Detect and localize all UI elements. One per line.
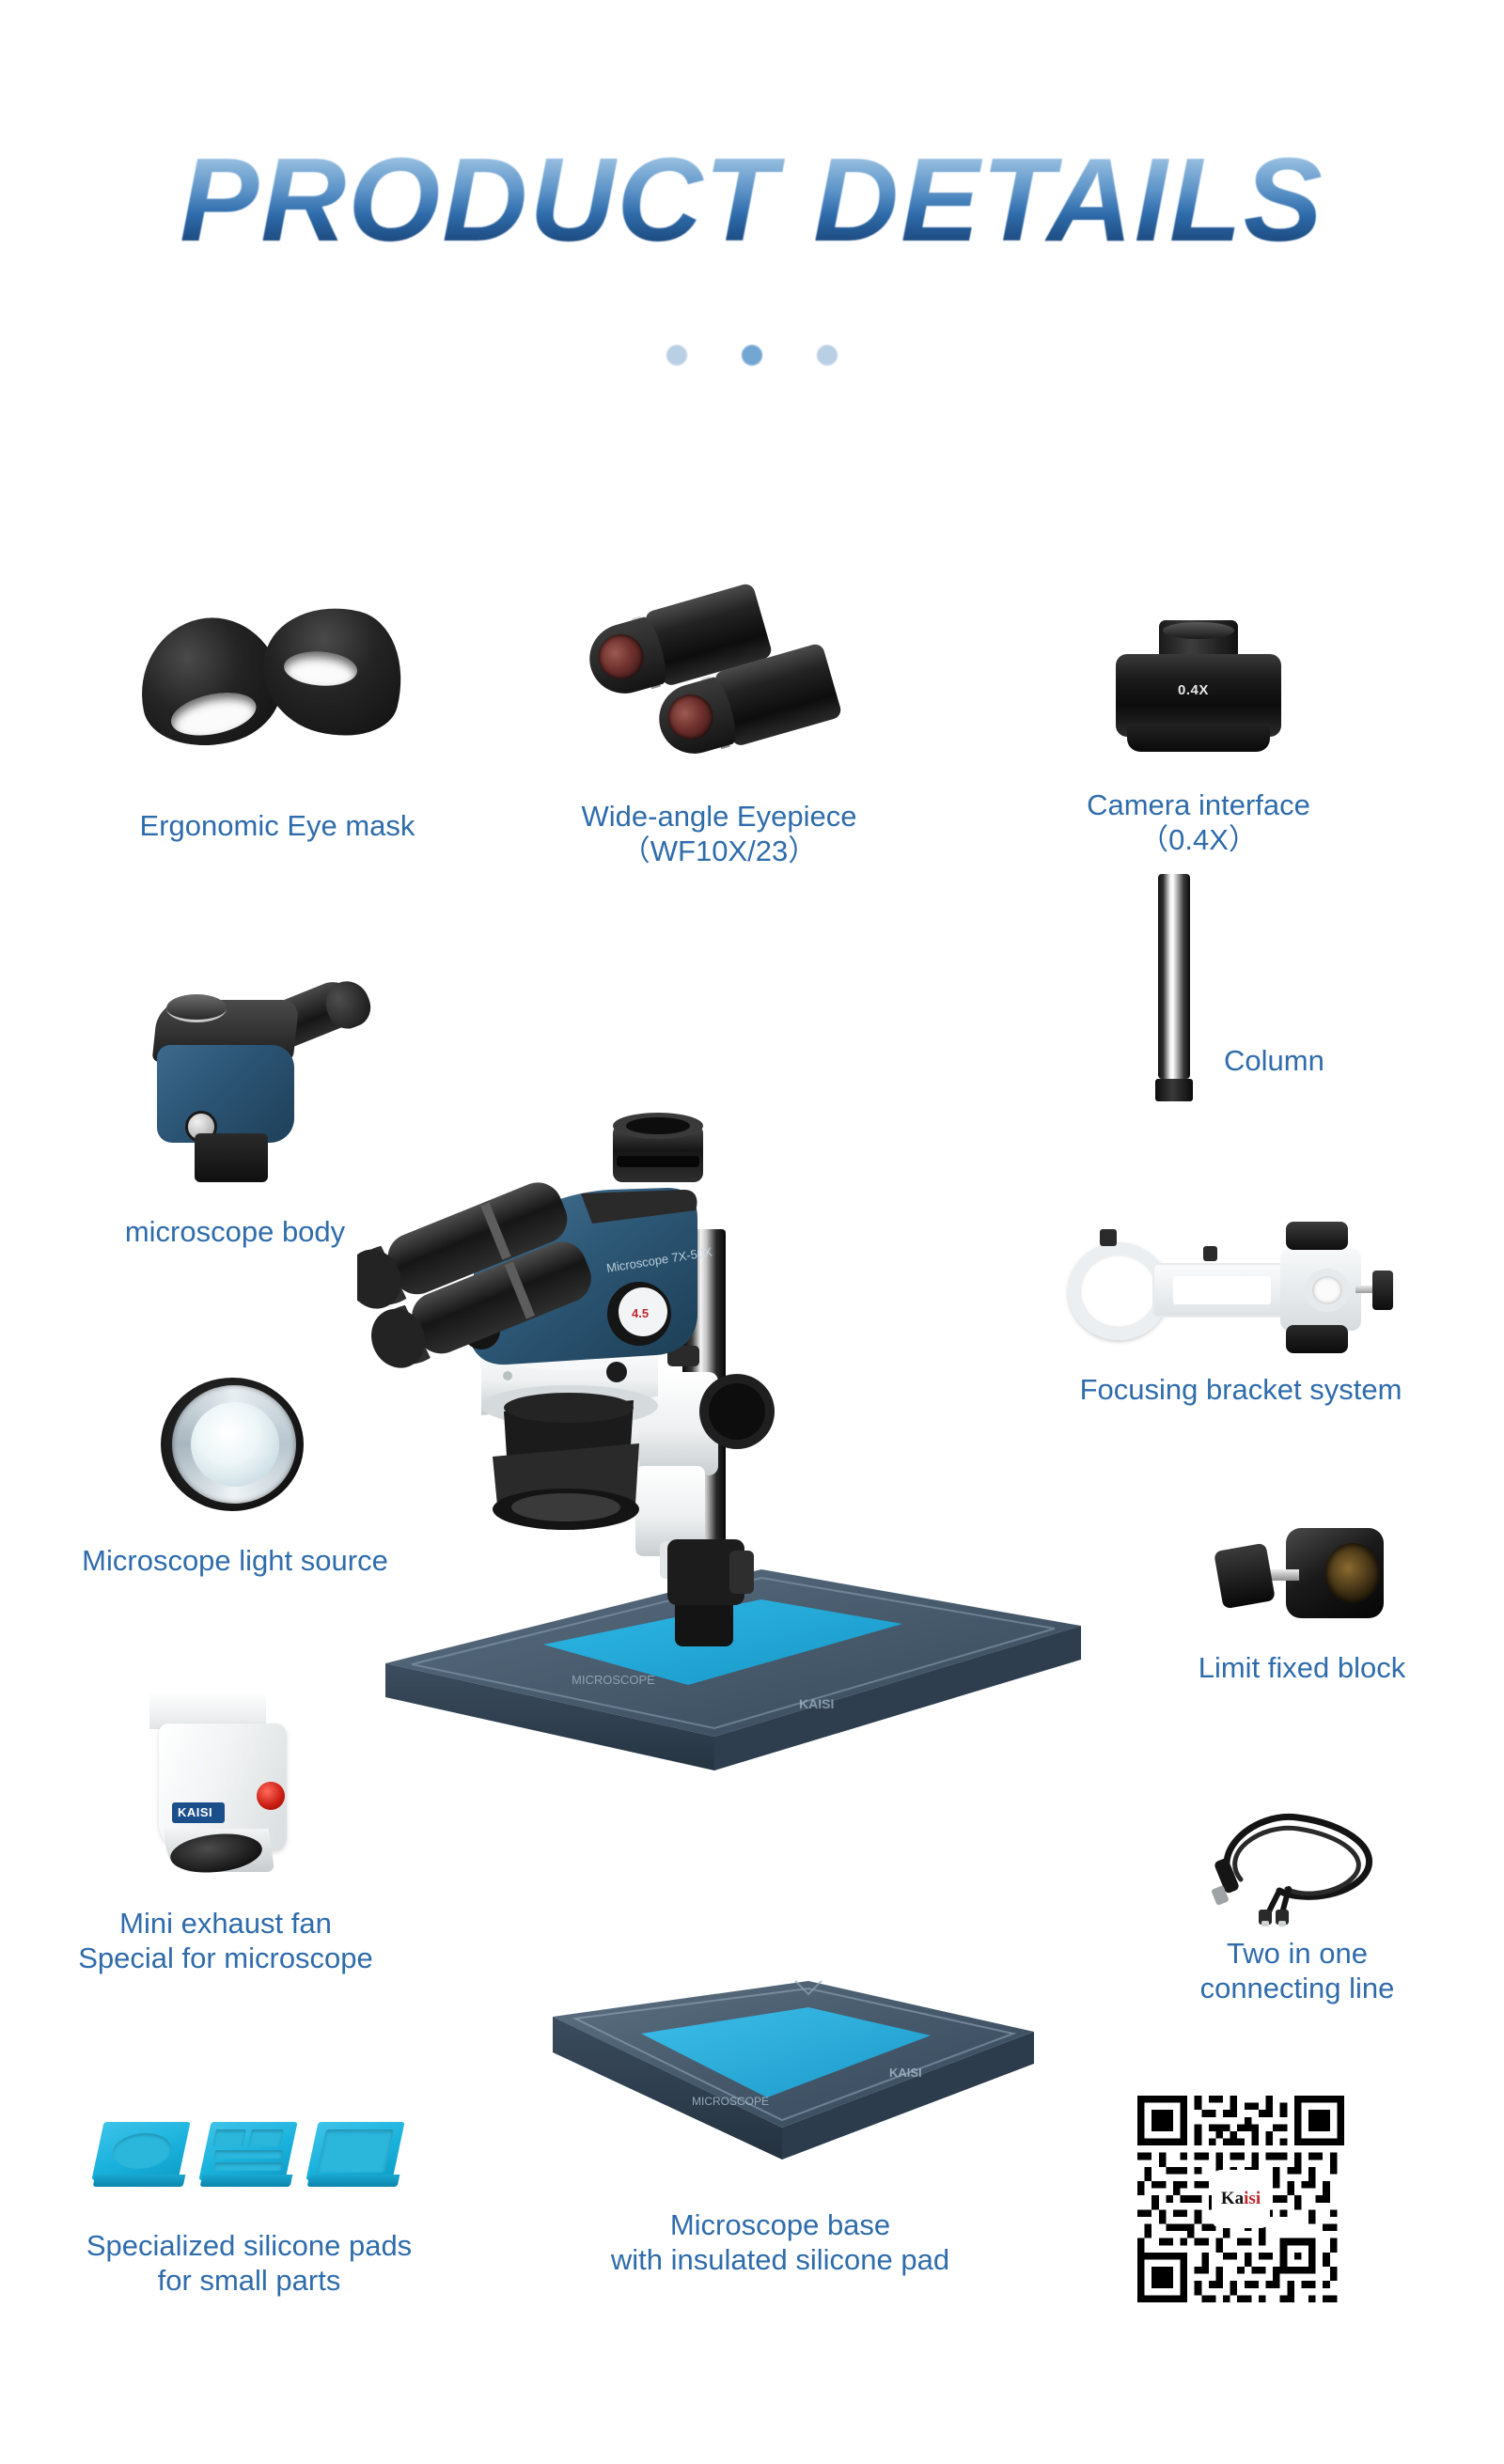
microscope-body-label: microscope body [124, 1215, 346, 1248]
item-exhaust-fan: KAISI Mini exhaust fan Special for micro… [78, 1692, 409, 1975]
connecting-line-image [1198, 1804, 1396, 1926]
ring-light-diffuser-icon [191, 1402, 279, 1487]
item-connecting-line: Two in one connecting line [1198, 1804, 1438, 2005]
column-image [1155, 874, 1193, 1101]
item-qr-code[interactable]: Kaisi [1137, 2096, 1344, 2302]
svg-text:4.5: 4.5 [632, 1306, 649, 1320]
focus-bracket-arm-icon [1152, 1263, 1293, 1318]
microscope-base-image: MICROSCOPE KAISI [526, 1964, 1053, 2194]
camera-interface-label: Camera interface [1087, 788, 1310, 821]
focus-bracket-shaft-icon [1355, 1286, 1376, 1293]
dot-center-icon [742, 345, 762, 366]
microscope-base-sublabel: with insulated silicone pad [610, 2243, 950, 2277]
item-camera-interface: 0.4X Camera interface （0.4X） [1087, 620, 1335, 857]
eyepiece-model-label: （WF10X/23） [620, 834, 818, 868]
limit-block-shaft-icon [1265, 1569, 1299, 1581]
eyepiece-image [578, 582, 860, 769]
light-source-image [155, 1372, 315, 1522]
microscope-post-clamp [667, 1539, 754, 1605]
item-silicone-pads: Specialized silicone pads for small part… [86, 2113, 451, 2298]
exhaust-fan-image: KAISI [118, 1692, 334, 1889]
item-eyepiece: Wide-angle Eyepiece （WF10X/23） [581, 582, 879, 868]
camera-interface-part-text: 0.4X [1178, 682, 1209, 698]
microscope-nosepiece [493, 1393, 639, 1530]
item-column: Column [1155, 874, 1324, 1101]
page-header: PRODUCT DETAILS [0, 0, 1504, 395]
eye-mask-image [122, 591, 432, 771]
eye-mask-right-icon [249, 591, 418, 750]
limit-block-bore-icon [1325, 1543, 1380, 1603]
microscope-base-plate: MICROSCOPE KAISI [385, 1569, 1081, 1770]
limit-block-image [1213, 1522, 1401, 1635]
exhaust-fan-label: Mini exhaust fan [119, 1907, 332, 1940]
eyepiece-label: Wide-angle Eyepiece [581, 800, 857, 833]
dot-separator [0, 345, 1504, 366]
microscope-body-nosepiece-icon [195, 1133, 268, 1182]
standalone-base-icon: MICROSCOPE KAISI [553, 1980, 1034, 2160]
microscope-body-top-knob-icon [166, 994, 227, 1022]
svg-text:KAISI: KAISI [889, 2066, 922, 2080]
exhaust-fan-brand-text: KAISI [178, 1805, 213, 1819]
camera-interface-lens-icon [1163, 622, 1234, 639]
camera-interface-magnification-label: （0.4X） [1139, 823, 1258, 857]
item-eye-mask: Ergonomic Eye mask [122, 591, 432, 843]
item-focusing-bracket: Focusing bracket system [1062, 1222, 1438, 1407]
qr-code-image[interactable]: Kaisi [1137, 2096, 1344, 2302]
exhaust-fan-bracket-icon [149, 1692, 266, 1729]
focus-bracket-top-knob-icon [1286, 1222, 1348, 1250]
exhaust-fan-power-button[interactable] [257, 1782, 285, 1810]
item-microscope-body: microscope body [118, 975, 377, 1249]
column-post-icon [1158, 874, 1190, 1079]
light-source-label: Microscope light source [82, 1544, 388, 1577]
item-limit-block: Limit fixed block [1198, 1522, 1443, 1685]
camera-interface-rim-icon [1127, 724, 1270, 752]
focus-bracket-bore-icon [1305, 1269, 1350, 1312]
qr-brand-text-a: Ka [1220, 2189, 1245, 2208]
focus-bracket-pin-mid-icon [1203, 1246, 1217, 1261]
focus-bracket-side-knob-icon [1372, 1271, 1393, 1310]
focusing-bracket-label: Focusing bracket system [1079, 1373, 1402, 1406]
focusing-bracket-image [1062, 1222, 1419, 1353]
microscope-base-label: Microscope base [669, 2208, 891, 2241]
microscope-body-housing-icon [157, 1045, 294, 1143]
connecting-line-label: Two in one [1227, 1937, 1368, 1970]
eye-mask-label: Ergonomic Eye mask [139, 809, 415, 842]
column-foot-icon [1155, 1079, 1193, 1101]
exhaust-fan-brand-badge: KAISI [172, 1802, 225, 1823]
microscope-assembly-icon: MICROSCOPE KAISI [347, 1113, 1081, 1770]
item-light-source: Microscope light source [82, 1372, 432, 1578]
dot-left-icon [666, 345, 687, 366]
silicone-pads-image [91, 2113, 405, 2211]
page-title: PRODUCT DETAILS [0, 141, 1504, 259]
qr-brand-logo: Kaisi [1212, 2170, 1270, 2228]
silicone-pads-label: Specialized silicone pads [86, 2229, 413, 2262]
camera-interface-body-icon [1116, 654, 1281, 737]
item-microscope-base: MICROSCOPE KAISI Microscope base with in… [526, 1964, 1053, 2277]
silicone-pad-circular-icon [91, 2122, 191, 2191]
svg-text:MICROSCOPE: MICROSCOPE [692, 2095, 769, 2108]
cable-icon [1212, 1813, 1372, 1926]
svg-text:MICROSCOPE: MICROSCOPE [572, 1673, 655, 1687]
silicone-pad-plain-icon [306, 2122, 405, 2191]
microscope-body-image [118, 975, 377, 1193]
limit-block-label: Limit fixed block [1198, 1651, 1406, 1684]
central-microscope-assembly: MICROSCOPE KAISI [347, 1062, 1166, 2096]
silicone-pad-compartment-icon [198, 2122, 298, 2191]
dot-right-icon [817, 345, 838, 366]
svg-text:KAISI: KAISI [799, 1696, 834, 1711]
focus-bracket-pin-upper-icon [1100, 1229, 1117, 1246]
focus-bracket-bottom-knob-icon [1286, 1325, 1348, 1353]
connecting-line-sublabel: connecting line [1199, 1972, 1395, 2005]
microscope-trinocular-port [613, 1113, 703, 1182]
qr-brand-text-b: isi [1244, 2189, 1261, 2208]
camera-interface-image: 0.4X [1095, 620, 1302, 771]
column-label: Column [1224, 1044, 1324, 1077]
silicone-pads-sublabel: for small parts [157, 2264, 341, 2298]
exhaust-fan-sublabel: Special for microscope [78, 1942, 373, 1975]
microscope-eyepiece-tubes [347, 1182, 591, 1368]
limit-block-knob-icon [1214, 1542, 1276, 1610]
